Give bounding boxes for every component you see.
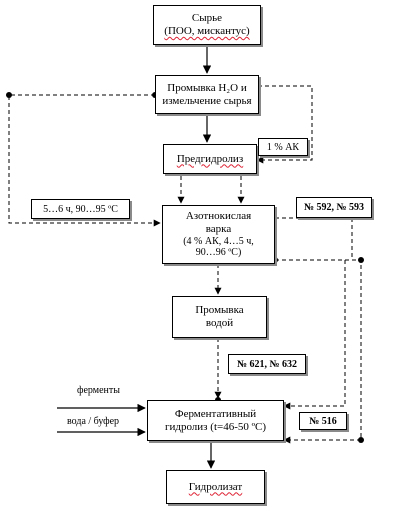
node-line: водой (205, 317, 234, 329)
label-text: 1 % АК (266, 141, 300, 153)
junction-dot (358, 437, 364, 443)
dash-left-bypass (8, 94, 161, 227)
label-text: № 592, № 593 (303, 202, 365, 213)
label-water-buffer: вода / буфер (67, 416, 119, 427)
node-nitric-cook: Азотнокислая варка (4 % АК, 4…5 ч, 90…96… (162, 205, 275, 264)
node-line: Ферментативный (174, 407, 257, 420)
label-prehydrolysis-conditions: 5…6 ч, 90…95 ºС (31, 199, 130, 219)
node-line: (4 % АК, 4…5 ч, (183, 235, 254, 247)
node-line: Гидролизат (188, 480, 243, 493)
label-acid-1pct: 1 % АК (258, 138, 308, 156)
label-text: 5…6 ч, 90…95 ºС (43, 203, 118, 215)
node-wash-water: Промывка водой (172, 296, 267, 338)
node-raw-material: Сырье (ПОО, мискантус) (153, 5, 261, 45)
node-line: Азотнокислая (185, 209, 252, 222)
label-text: № 516 (309, 415, 337, 427)
junction-dot (6, 92, 12, 98)
label-samples-621-632: № 621, № 632 (228, 354, 306, 374)
label-sample-516: № 516 (299, 412, 347, 430)
dash-592-branch-to-enzymatic (283, 260, 346, 410)
node-enzymatic-hydrolysis: Ферментативный гидролиз (t=46-50 ºС) (147, 400, 284, 441)
node-line: Предгидролиз (176, 152, 244, 165)
label-text: № 621, № 632 (236, 358, 298, 370)
node-line: (ПОО, мискантус) (164, 25, 250, 37)
label-text: ферменты (77, 385, 120, 396)
node-prehydrolysis: Предгидролиз (163, 144, 257, 174)
node-line: варка (205, 222, 232, 235)
junction-dot (358, 257, 364, 263)
dash-cook-to-sample-516 (275, 259, 362, 444)
node-line: измельчение сырья (162, 94, 252, 107)
node-line: гидролиз (t=46-50 ºС) (164, 420, 267, 433)
label-text: вода / буфер (67, 416, 120, 427)
dash-acid-loop (256, 85, 313, 164)
node-hydrolysate: Гидролизат (166, 470, 265, 504)
node-wash-grind: Промывка Н₂О и измельчение сырья (155, 75, 259, 114)
node-line: Промывка Н₂О и (167, 81, 247, 94)
node-line: Сырье (191, 12, 223, 25)
node-line: Промывка (195, 304, 244, 317)
label-samples-592-593: № 592, № 593 (296, 197, 372, 218)
label-enzymes: ферменты (77, 385, 120, 396)
node-line: 90…96 ºС) (195, 247, 242, 259)
dash-cook-right-upper (275, 217, 353, 258)
